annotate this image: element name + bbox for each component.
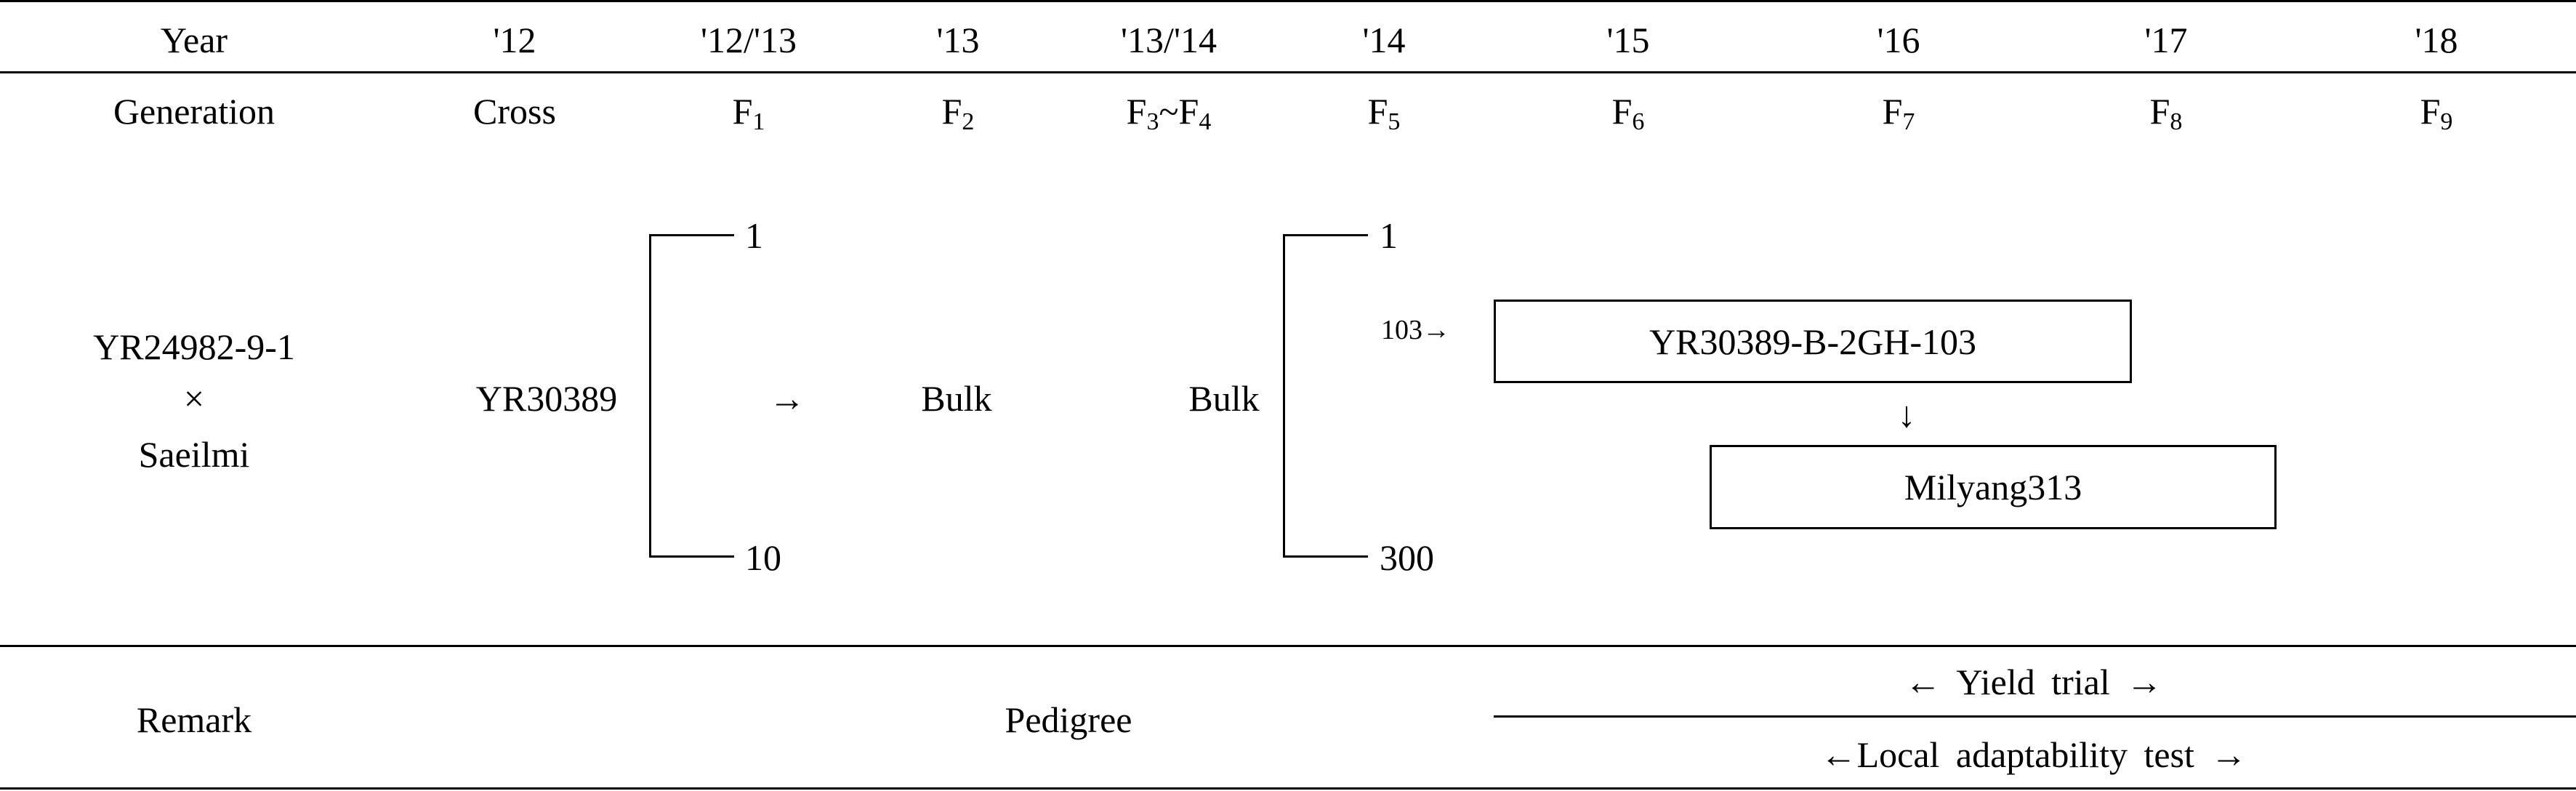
selected-line-arrow: 103→ [1381, 315, 1450, 345]
f5-bracket-vertical [1283, 234, 1285, 558]
remark-top-rule [0, 645, 2576, 647]
f5-bottom-number: 300 [1380, 537, 1434, 578]
generation-f1: F1 [732, 91, 765, 135]
year-2012-13: '12/'13 [701, 20, 797, 60]
year-2013: '13 [936, 20, 980, 60]
line-box: YR30389-B-2GH-103 [1494, 300, 2132, 383]
down-arrow: ↓ [1897, 394, 1916, 435]
year-2014: '14 [1362, 20, 1406, 60]
local-adaptability-test: ←Local adaptability test → [1820, 734, 2247, 775]
remark-pedigree: Pedigree [1005, 699, 1132, 740]
generation-f8: F8 [2149, 91, 2183, 135]
generation-cross: Cross [473, 91, 556, 132]
f1-bottom-number: 10 [745, 537, 781, 578]
f5-top-number: 1 [1380, 215, 1398, 256]
generation-f5: F5 [1367, 91, 1401, 135]
year-2012: '12 [493, 20, 536, 60]
remark-split-rule [1494, 715, 2576, 718]
generation-f2: F2 [941, 91, 975, 135]
f1-arrow: → [769, 378, 805, 419]
yield-trial: ← Yield trial → [1904, 662, 2163, 702]
remark-label: Remark [136, 699, 252, 740]
year-2013-14: '13/'14 [1121, 20, 1217, 60]
f5-bracket-bottom [1283, 555, 1368, 558]
f5-bracket-top [1283, 234, 1368, 236]
f1-bracket-bottom [649, 555, 734, 558]
generation-f9: F9 [2420, 91, 2453, 135]
year-2017: '17 [2144, 20, 2188, 60]
generation-f7: F7 [1882, 91, 1915, 135]
bottom-rule [0, 787, 2576, 790]
variety-box: Milyang313 [1710, 445, 2277, 529]
parent-1: YR24982-9-1 [93, 326, 295, 367]
cross-symbol: × [183, 378, 205, 419]
bulk-f3-f4: Bulk [1188, 378, 1260, 419]
year-2016: '16 [1877, 20, 1920, 60]
variety-name: Milyang313 [1904, 467, 2082, 507]
generation-f6: F6 [1611, 91, 1645, 135]
year-2015: '15 [1606, 20, 1650, 60]
line-name: YR30389-B-2GH-103 [1649, 321, 1976, 362]
top-rule [0, 0, 2576, 2]
f1-top-number: 1 [745, 215, 763, 256]
year-label: Year [160, 20, 228, 60]
generation-f3-f4: F3~F4 [1126, 91, 1212, 135]
year-2018: '18 [2415, 20, 2458, 60]
f1-bracket-top [649, 234, 734, 236]
header-rule [0, 71, 2576, 73]
cross-name: YR30389 [475, 378, 618, 419]
bulk-f2: Bulk [921, 378, 992, 419]
parent-2: Saeilmi [138, 434, 250, 475]
generation-label: Generation [113, 91, 275, 132]
f1-bracket-vertical [649, 234, 651, 558]
